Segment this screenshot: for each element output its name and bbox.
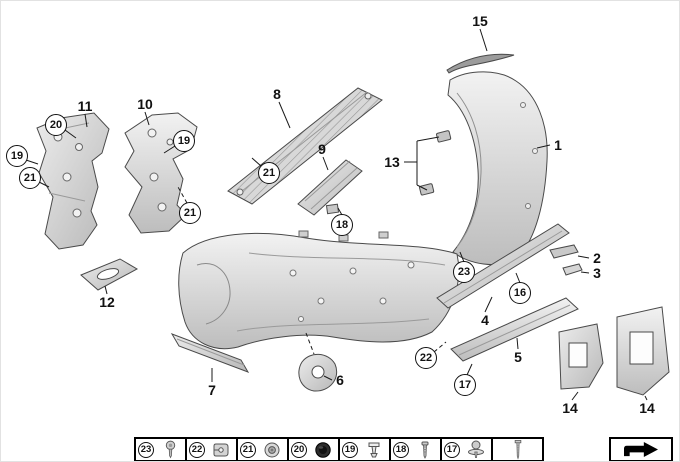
callout-fastener-22[interactable]: 22: [415, 347, 437, 369]
bracket-hole: [62, 172, 72, 182]
part-lower-bumper-panel[interactable]: [178, 232, 460, 350]
clip-nut-icon: [208, 441, 234, 459]
legend-number-19: 19: [342, 441, 358, 458]
absorber-end-hole: [236, 188, 244, 196]
diffuser-lower-line: [458, 304, 571, 356]
legend-item-19[interactable]: 19: [338, 437, 391, 461]
callout-part-3[interactable]: 3: [593, 265, 601, 281]
bracket-hole: [147, 128, 157, 138]
bracket-hole: [149, 172, 159, 182]
callout-part-15[interactable]: 15: [472, 13, 488, 29]
bumper-tab: [378, 231, 389, 239]
part-trim-small-2[interactable]: [549, 244, 579, 259]
legend-item-18[interactable]: 18: [389, 437, 442, 461]
long-screw-icon: [495, 439, 540, 460]
callout-part-9[interactable]: 9: [318, 141, 326, 157]
legend-item-17[interactable]: 17: [440, 437, 493, 461]
callout-fastener-18[interactable]: 18: [331, 214, 353, 236]
lower-bumper-crease-top: [248, 252, 446, 266]
bumper-hole: [532, 148, 538, 154]
callout-fastener-21-b[interactable]: 21: [179, 202, 201, 224]
callout-part-1[interactable]: 1: [554, 137, 562, 153]
support-strip-lines: [304, 160, 358, 210]
legend-item-unnumbered[interactable]: [491, 437, 544, 461]
part-clip-top-edge[interactable]: [325, 203, 340, 215]
legend-item-20[interactable]: 20: [287, 437, 340, 461]
bumper-hole: [520, 102, 526, 108]
washer-screw-icon: [463, 440, 489, 460]
legend-number-17: 17: [444, 441, 460, 458]
expansion-rivet-icon: [361, 440, 387, 460]
diffuser-upper-line: [443, 230, 563, 304]
legend-item-21[interactable]: 21: [236, 437, 289, 461]
part-clip-upper[interactable]: [436, 130, 452, 143]
callout-fastener-21-c[interactable]: 21: [258, 162, 280, 184]
wheel-arch-line: [196, 263, 231, 325]
callout-part-7[interactable]: 7: [208, 382, 216, 398]
bracket-hole: [157, 202, 167, 212]
blind-plug-icon: [310, 441, 336, 459]
screw-icon: [412, 440, 438, 460]
leader-lines-dashed: [177, 186, 447, 355]
reflector-hole: [311, 365, 325, 379]
callout-part-14-left[interactable]: 14: [562, 400, 578, 416]
callout-fastener-17[interactable]: 17: [454, 374, 476, 396]
legend-number-21: 21: [240, 441, 256, 458]
callout-part-4[interactable]: 4: [481, 312, 489, 328]
callout-part-6[interactable]: 6: [336, 372, 344, 388]
bracket-hole: [75, 143, 83, 151]
callout-fastener-20[interactable]: 20: [45, 114, 67, 136]
callout-part-13[interactable]: 13: [384, 154, 400, 170]
side-strip-line: [176, 338, 245, 366]
bumper-panel-crease: [456, 92, 482, 248]
part-trim-small-3[interactable]: [562, 263, 583, 276]
mount-hole: [298, 316, 304, 322]
mount-hole: [379, 297, 387, 305]
page-arrow-icon: [620, 441, 662, 458]
lower-bumper-crease-bottom: [236, 318, 430, 332]
mount-hole: [289, 269, 297, 277]
callout-part-14-right[interactable]: 14: [639, 400, 655, 416]
callout-part-11[interactable]: 11: [77, 98, 93, 114]
bumper-hole: [525, 203, 531, 209]
leader-lines: [25, 28, 648, 401]
part-bracket-left[interactable]: [36, 112, 110, 250]
callout-part-10[interactable]: 10: [137, 96, 153, 112]
mount-hole: [407, 261, 415, 269]
callout-part-2[interactable]: 2: [593, 250, 601, 266]
grommet-nut-icon: [259, 441, 285, 459]
mount-plate-right-cutout: [629, 331, 654, 365]
mount-hole: [349, 267, 357, 275]
callout-part-5[interactable]: 5: [514, 349, 522, 365]
callout-fastener-19-a[interactable]: 19: [6, 145, 28, 167]
callout-part-8[interactable]: 8: [273, 86, 281, 102]
callout-fastener-16[interactable]: 16: [509, 282, 531, 304]
fastener-legend: 23 22 21 20 19: [134, 437, 544, 461]
mount-plate-left-cutout: [568, 342, 588, 368]
callout-fastener-23[interactable]: 23: [453, 261, 475, 283]
legend-number-18: 18: [393, 441, 409, 458]
next-page-button[interactable]: [609, 437, 673, 461]
part-spoiler-strip[interactable]: [446, 53, 515, 74]
part-side-strip[interactable]: [170, 333, 250, 373]
absorber-end-hole: [364, 92, 372, 100]
legend-number-23: 23: [138, 441, 154, 458]
adapter-plate-slot: [96, 268, 120, 280]
bracket-hole: [72, 208, 82, 218]
callout-fastener-19-b[interactable]: 19: [173, 130, 195, 152]
legend-item-22[interactable]: 22: [185, 437, 238, 461]
bumper-tab: [298, 230, 309, 238]
callout-part-12[interactable]: 12: [99, 294, 115, 310]
legend-number-22: 22: [189, 441, 205, 458]
part-impact-absorber[interactable]: [227, 87, 383, 205]
legend-item-23[interactable]: 23: [134, 437, 187, 461]
part-support-strip[interactable]: [297, 159, 363, 216]
callout-fastener-21-a[interactable]: 21: [19, 167, 41, 189]
torx-screw-icon: [157, 440, 183, 460]
mount-hole: [317, 297, 325, 305]
legend-number-20: 20: [291, 441, 307, 458]
